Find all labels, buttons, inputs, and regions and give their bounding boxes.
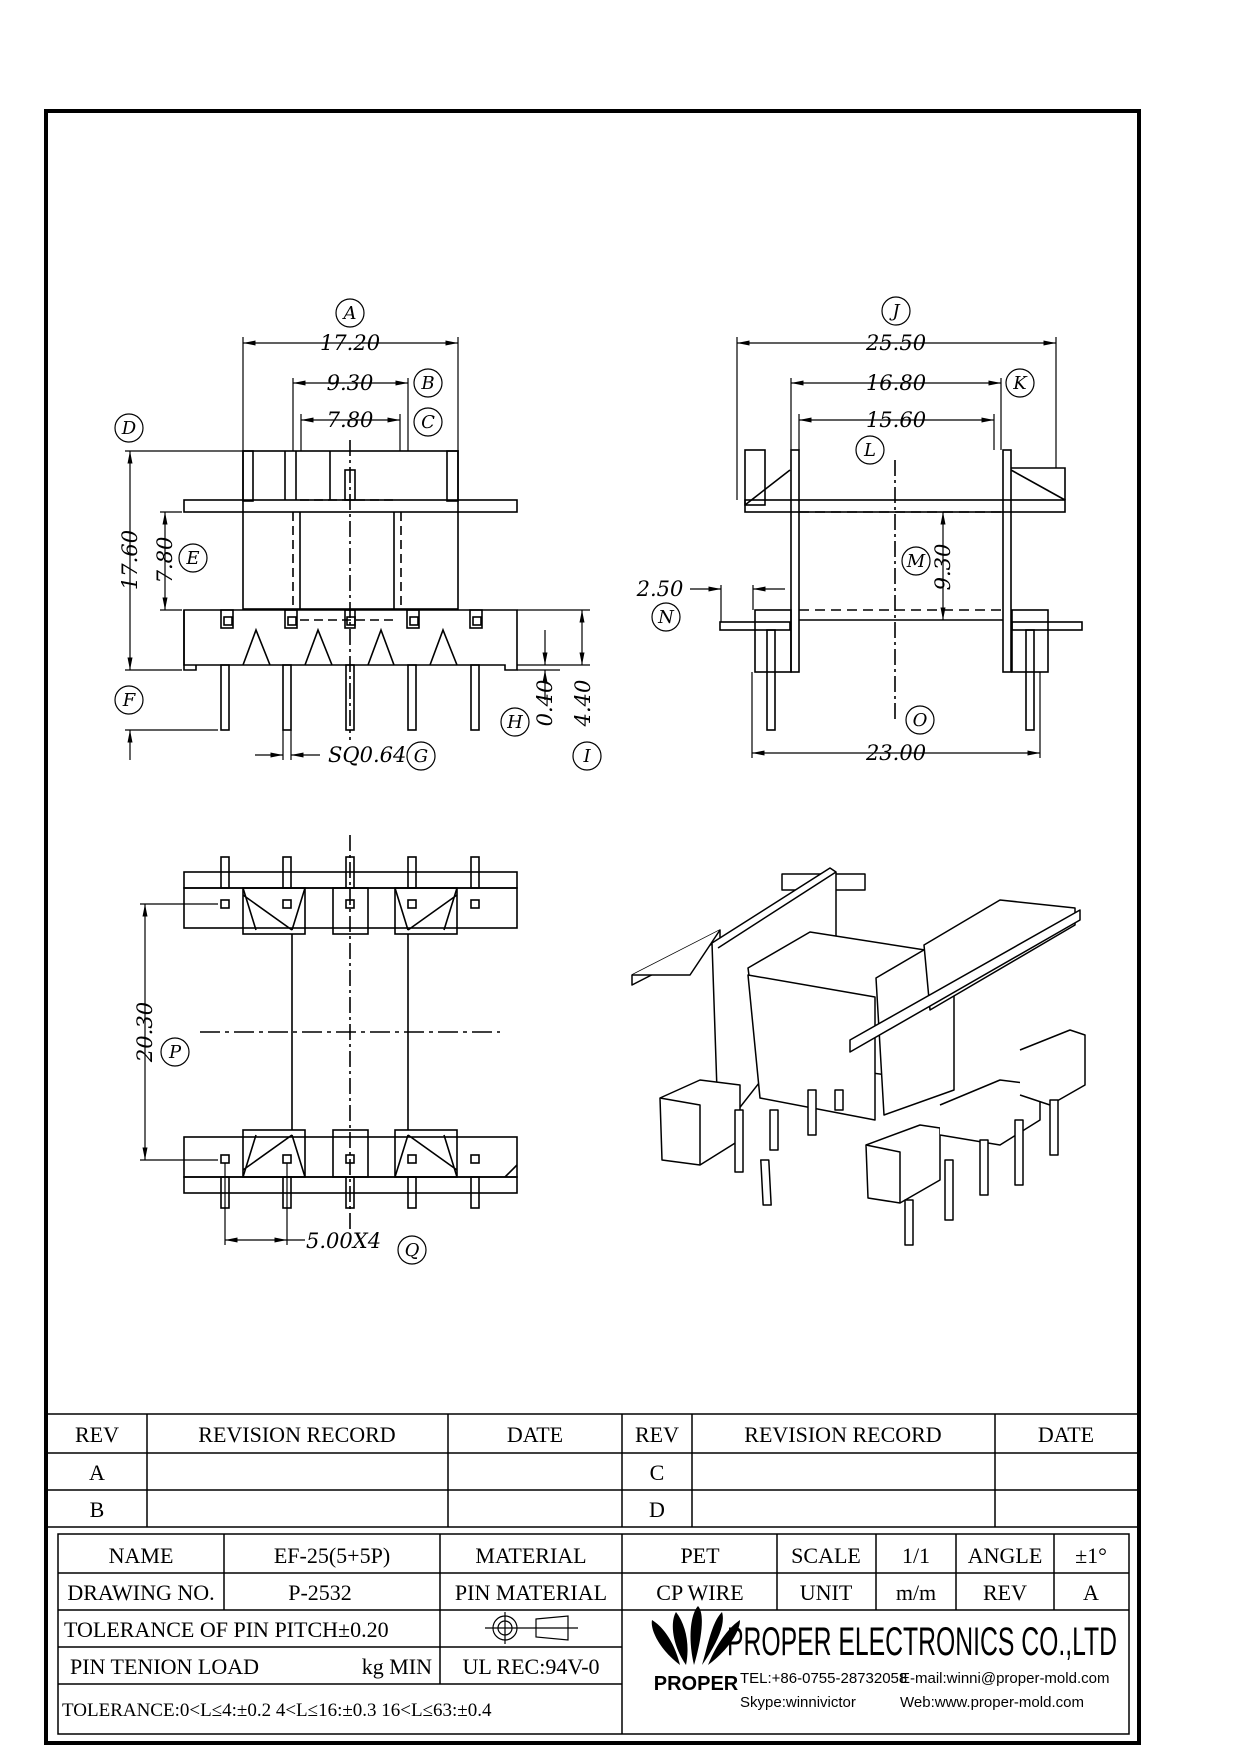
rev-row-B: B	[90, 1497, 105, 1522]
revision-record-header-1: REVISION RECORD	[198, 1422, 395, 1447]
title-block	[57, 1533, 1130, 1735]
projection-symbol-icon	[485, 1612, 578, 1644]
pin-tension-label: PIN TENION LOAD	[70, 1654, 259, 1679]
dim-O-value: 23.00	[865, 741, 926, 765]
balloon-M: M	[906, 551, 926, 572]
revision-record-header-2: REVISION RECORD	[744, 1422, 941, 1447]
dim-D-value: 17.60	[118, 530, 142, 590]
side-view-dimensions	[690, 337, 1057, 758]
balloon-P: P	[168, 1042, 182, 1063]
balloon-J: J	[888, 301, 901, 322]
balloon-O: O	[913, 710, 928, 731]
dim-Q-value: 5.00X4	[306, 1229, 381, 1253]
name-label: NAME	[109, 1543, 174, 1568]
side-view	[719, 449, 1083, 731]
dim-M-value: 9.30	[931, 544, 955, 591]
dim-G-value: SQ0.64	[328, 743, 406, 767]
dim-B-value: 9.30	[327, 371, 374, 395]
balloon-A: A	[342, 303, 357, 324]
balloon-D: D	[121, 418, 137, 439]
dim-K-value: 16.80	[866, 371, 926, 395]
rev-row-C: C	[650, 1460, 665, 1485]
dim-E-value: 7.80	[153, 537, 177, 584]
unit-label: UNIT	[800, 1580, 853, 1605]
dim-C-value: 7.80	[327, 408, 374, 432]
date-header-1: DATE	[507, 1422, 563, 1447]
balloon-L: L	[863, 440, 876, 461]
rev-label: REV	[983, 1580, 1027, 1605]
name-value: EF-25(5+5P)	[274, 1543, 390, 1568]
balloon-Q: Q	[405, 1240, 420, 1261]
rev-value: A	[1083, 1580, 1099, 1605]
front-view-dimensions	[125, 337, 590, 760]
balloon-B: B	[420, 373, 434, 394]
balloon-N: N	[657, 607, 675, 628]
ul-rec: UL REC:94V-0	[462, 1654, 599, 1679]
rev-header-2: REV	[635, 1422, 679, 1447]
material-value: PET	[680, 1543, 720, 1568]
company-skype: Skype:winnivictor	[740, 1694, 856, 1711]
unit-value: m/m	[896, 1580, 936, 1605]
scale-value: 1/1	[902, 1543, 930, 1568]
dim-A-value: 17.20	[320, 331, 380, 355]
pin-tension-unit: kg MIN	[362, 1654, 432, 1679]
balloon-C: C	[421, 412, 435, 433]
drawing-no-label: DRAWING NO.	[67, 1580, 214, 1605]
company-web: Web:www.proper-mold.com	[900, 1694, 1084, 1711]
rev-header-1: REV	[75, 1422, 119, 1447]
angle-label: ANGLE	[968, 1543, 1043, 1568]
balloon-G: G	[414, 746, 428, 767]
drawing-no-value: P-2532	[288, 1580, 352, 1605]
rev-row-D: D	[649, 1497, 665, 1522]
general-tolerance: TOLERANCE:0<L≤4:±0.2 4<L≤16:±0.3 16<L≤63…	[62, 1700, 492, 1721]
lotus-logo-icon	[651, 1606, 740, 1665]
balloon-H: H	[506, 712, 523, 733]
logo-text: PROPER	[654, 1673, 739, 1695]
rev-row-A: A	[89, 1460, 105, 1485]
company-tel: TEL:+86-0755-28732058	[740, 1670, 907, 1687]
front-view	[183, 440, 518, 740]
angle-value: ±1°	[1075, 1543, 1107, 1568]
dim-J-value: 25.50	[865, 331, 926, 355]
balloon-K: K	[1012, 373, 1028, 394]
bottom-view-dimensions	[140, 903, 305, 1245]
dimension-balloons	[114, 296, 1035, 1265]
isometric-view	[631, 867, 1086, 1246]
company-name: PROPER ELECTRONICS CO.,LTD	[727, 1620, 1117, 1664]
material-label: MATERIAL	[475, 1543, 586, 1568]
bottom-view	[183, 835, 518, 1230]
pin-pitch-tolerance: TOLERANCE OF PIN PITCH±0.20	[64, 1617, 389, 1642]
pin-material-value: CP WIRE	[656, 1580, 743, 1605]
date-header-2: DATE	[1038, 1422, 1094, 1447]
scale-label: SCALE	[791, 1543, 861, 1568]
balloon-E: E	[185, 548, 199, 569]
sheet-border	[44, 109, 1141, 1745]
revision-table	[48, 1413, 1137, 1528]
dim-I-value: 4.40	[571, 680, 595, 728]
company-email: E-mail:winni@proper-mold.com	[900, 1670, 1109, 1687]
balloon-I: I	[582, 746, 591, 767]
dim-P-value: 20.30	[133, 1002, 157, 1063]
balloon-F: F	[122, 690, 137, 711]
dim-N-value: 2.50	[636, 577, 684, 601]
pin-material-label: PIN MATERIAL	[455, 1580, 607, 1605]
dim-H-value: 0.40	[533, 680, 557, 727]
dim-L-value: 15.60	[866, 408, 926, 432]
